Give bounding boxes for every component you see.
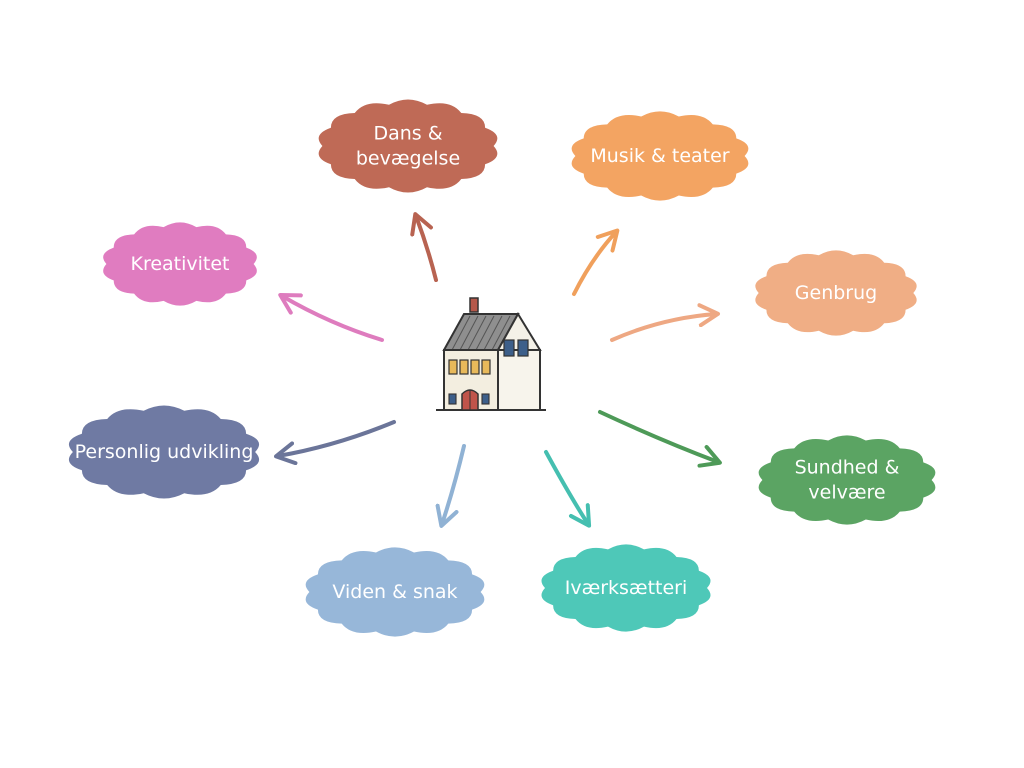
label-line: Dans & [373,122,442,144]
label-viden: Viden & snak [332,581,457,603]
label-line: bevægelse [356,147,460,169]
cloud-musik [571,111,749,201]
house-icon [436,297,546,411]
label-line: Musik & teater [590,145,729,167]
cloud-kreativitet [103,222,257,306]
arrow-to-viden [435,444,466,528]
label-line: Genbrug [795,282,877,304]
node-viden: Viden & snak [305,547,485,637]
label-kreativitet: Kreativitet [130,253,229,275]
node-personlig: Personlig udvikling [68,405,260,499]
arrow-to-dans [410,212,438,282]
label-genbrug: Genbrug [795,282,877,304]
label-line: velvære [808,481,885,503]
node-ivaerksaetteri: Iværksætteri [541,544,711,632]
arrow-to-genbrug [610,303,720,342]
cloud-viden [305,547,485,637]
label-dans: Dans & bevægelse [356,122,460,169]
label-line: Iværksætteri [565,577,688,599]
arrow-to-sundhed [598,410,722,468]
label-line: Viden & snak [332,581,457,603]
cloud-dans [318,99,498,193]
node-musik: Musik & teater [571,111,749,201]
cloud-personlig [68,405,260,499]
label-line: Kreativitet [130,253,229,275]
arrows-group [274,212,722,528]
cloud-genbrug [755,250,917,336]
label-ivaerksaetteri: Iværksætteri [565,577,688,599]
label-line: Sundhed & [795,456,900,478]
node-kreativitet: Kreativitet [103,222,257,306]
label-personlig: Personlig udvikling [75,441,254,463]
label-sundhed: Sundhed & velvære [795,456,900,503]
node-genbrug: Genbrug [755,250,917,336]
cloud-ivaerksaetteri [541,544,711,632]
arrow-to-ivaerksaetteri [544,450,592,528]
arrow-to-kreativitet [278,292,384,342]
label-musik: Musik & teater [590,145,729,167]
node-sundhed: Sundhed & velvære [758,435,936,525]
node-dans: Dans & bevægelse [318,99,498,193]
cloud-sundhed [758,435,936,525]
arrow-to-musik [572,228,620,296]
label-line: Personlig udvikling [75,441,254,463]
arrow-to-personlig [274,420,396,466]
